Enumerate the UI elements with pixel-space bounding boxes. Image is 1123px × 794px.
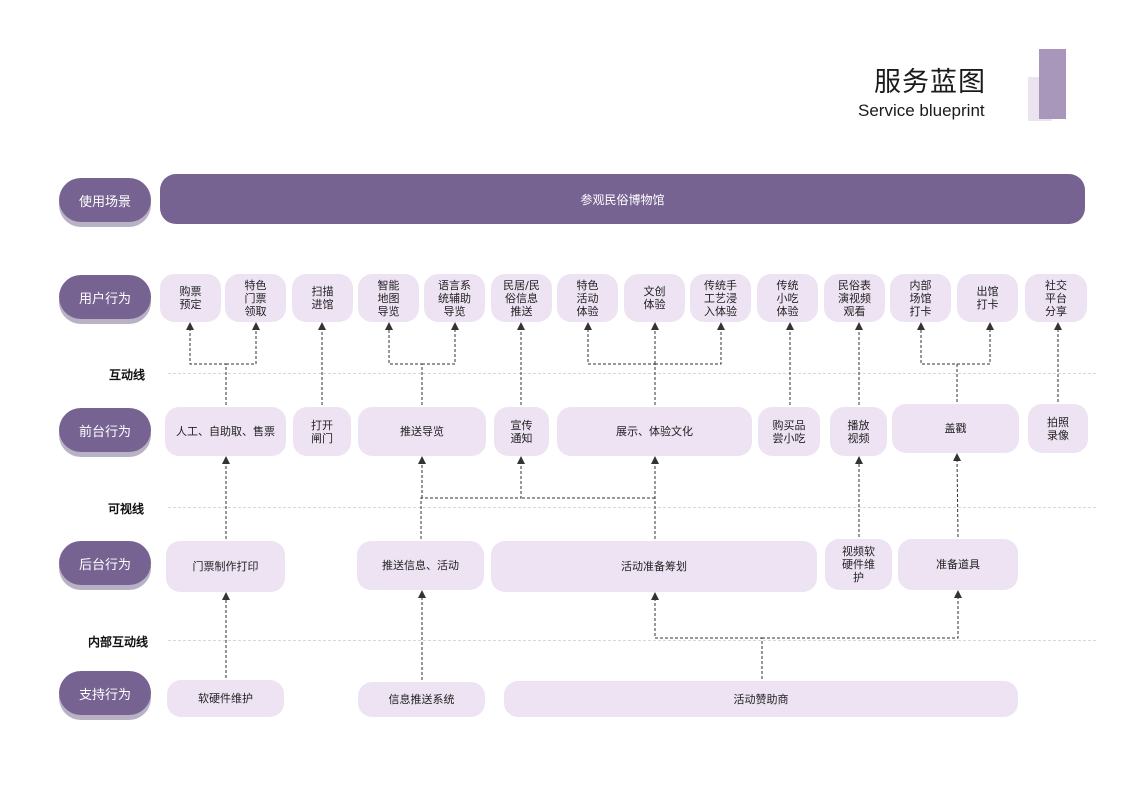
page-subtitle: Service blueprint [858,101,985,120]
front-action: 人工、自助取、售票 [165,407,286,456]
user-action: 扫描 进馆 [292,274,353,322]
lane-front: 前台行为 [59,408,151,452]
back-action: 推送信息、活动 [357,541,484,590]
user-action: 语言系 统辅助 导览 [424,274,485,322]
front-action: 展示、体验文化 [557,407,752,456]
scene-banner: 参观民俗博物馆 [160,174,1085,224]
front-action: 盖戳 [892,404,1019,453]
back-action: 活动准备筹划 [491,541,817,592]
user-action: 特色 活动 体验 [557,274,618,322]
internal-line-label: 内部互动线 [88,635,149,649]
support-action: 活动赞助商 [504,681,1018,717]
user-action: 内部 场馆 打卡 [890,274,951,322]
back-action: 视频软 硬件维 护 [825,539,892,590]
visibility-line [168,507,1096,508]
user-action: 文创 体验 [624,274,685,322]
user-action: 社交 平台 分享 [1025,274,1087,322]
lane-scene: 使用场景 [59,178,151,222]
user-action: 特色 门票 领取 [225,274,286,322]
front-action: 拍照 录像 [1028,404,1088,453]
internal-interaction-line [168,640,1096,641]
support-action: 软硬件维护 [167,680,284,717]
decoration-block-dark [1039,49,1066,119]
front-action: 推送导览 [358,407,486,456]
user-action: 民居/民 俗信息 推送 [491,274,552,322]
user-action: 出馆 打卡 [957,274,1018,322]
user-action: 智能 地图 导览 [358,274,419,322]
back-action: 准备道具 [898,539,1018,590]
front-action: 播放 视频 [830,407,887,456]
visibility-line-label: 可视线 [108,502,145,516]
front-action: 购买品 尝小吃 [758,407,820,456]
page-title: 服务蓝图 [874,67,986,98]
user-action: 购票 预定 [160,274,221,322]
user-action: 传统 小吃 体验 [757,274,818,322]
interaction-line [168,373,1096,374]
user-action: 民俗表 演视频 观看 [824,274,885,322]
interaction-line-label: 互动线 [109,368,146,382]
lane-back: 后台行为 [59,541,151,585]
lane-user: 用户行为 [59,275,151,319]
front-action: 宣传 通知 [494,407,549,456]
support-action: 信息推送系统 [358,682,485,717]
front-action: 打开 闸门 [293,407,351,456]
user-action: 传统手 工艺浸 入体验 [690,274,751,322]
back-action: 门票制作打印 [166,541,285,592]
lane-support: 支持行为 [59,671,151,715]
